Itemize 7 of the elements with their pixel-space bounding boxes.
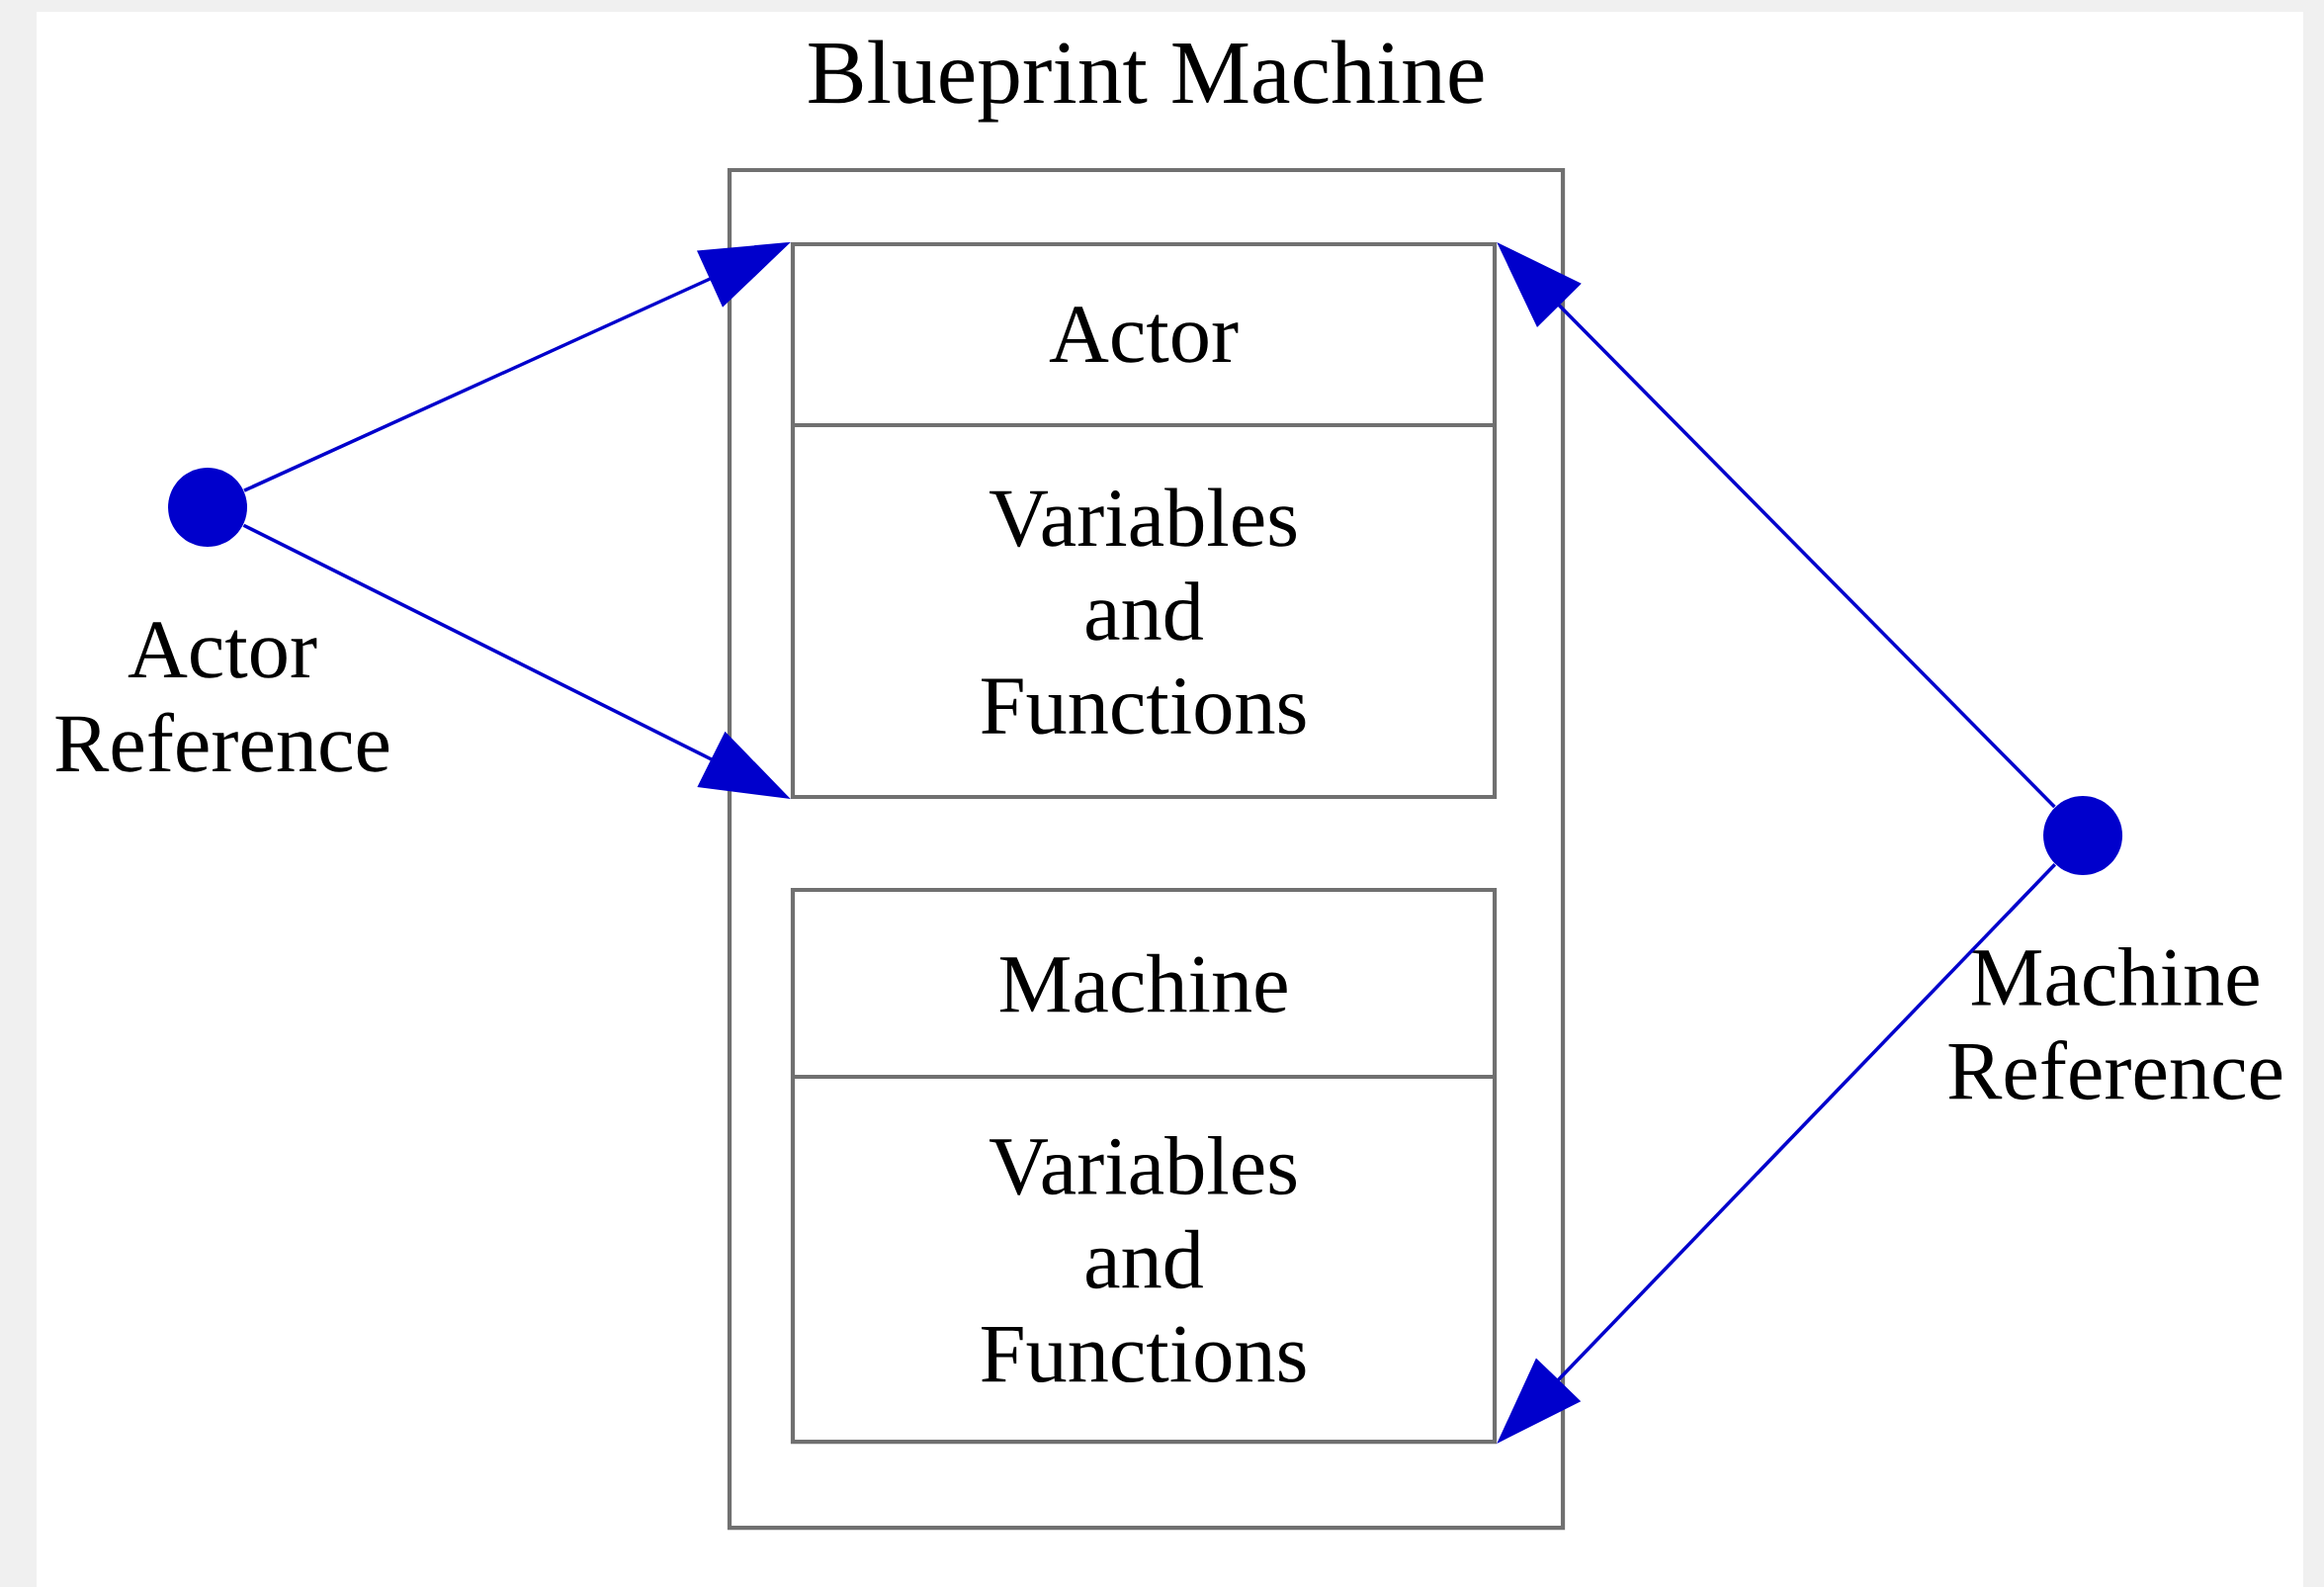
node-caption: Actor Reference <box>55 622 389 772</box>
node-caption: Machine Reference <box>1948 946 2282 1101</box>
node-label: Blueprint Machine <box>809 40 1484 123</box>
dot <box>168 468 247 547</box>
dot <box>2043 796 2123 875</box>
record-box: Actor Variables and Functions <box>790 241 1498 800</box>
record-box: Machine Variables and Functions <box>790 887 1498 1445</box>
